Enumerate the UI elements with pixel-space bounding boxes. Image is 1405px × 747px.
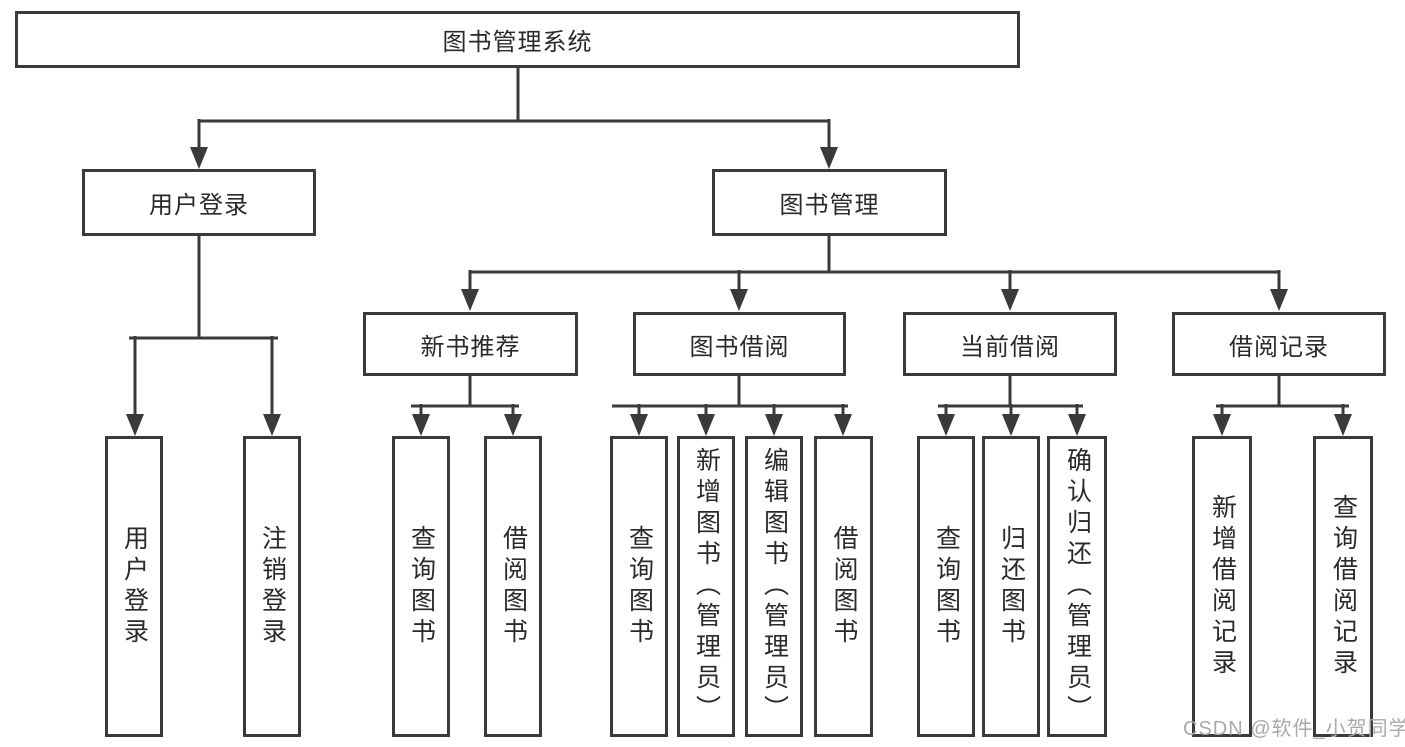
arrowheads: [126, 147, 1352, 436]
leaf-edit-books-admin: 编辑图书（管理员）: [745, 436, 803, 737]
leaf-query-books-borrowing: 查询图书: [610, 436, 668, 737]
node-user-login: 用户登录: [82, 169, 316, 236]
leaf-borrow-books: 借阅图书: [814, 436, 873, 737]
node-library-management-system: 图书管理系统: [15, 11, 1020, 68]
leaf-return-books: 归还图书: [982, 436, 1040, 737]
node-borrowing-records: 借阅记录: [1172, 312, 1386, 376]
leaf-query-books-recommend: 查询图书: [392, 436, 450, 737]
node-current-borrowing: 当前借阅: [903, 312, 1117, 376]
leaf-user-login: 用户登录: [105, 436, 163, 737]
node-book-management: 图书管理: [712, 169, 947, 236]
leaf-add-books-admin: 新增图书（管理员）: [677, 436, 735, 737]
node-new-book-recommendation: 新书推荐: [363, 312, 578, 376]
leaf-borrow-books-recommend: 借阅图书: [484, 436, 542, 737]
node-book-borrowing: 图书借阅: [633, 312, 846, 376]
leaf-confirm-return-admin: 确认归还（管理员）: [1047, 436, 1107, 737]
leaf-logout: 注销登录: [243, 436, 301, 737]
leaf-query-borrow-record: 查询借阅记录: [1313, 436, 1373, 737]
leaf-query-books-current: 查询图书: [917, 436, 975, 737]
leaf-add-borrow-record: 新增借阅记录: [1192, 436, 1252, 737]
csdn-watermark: CSDN @软件_小贺同学: [1183, 718, 1405, 740]
